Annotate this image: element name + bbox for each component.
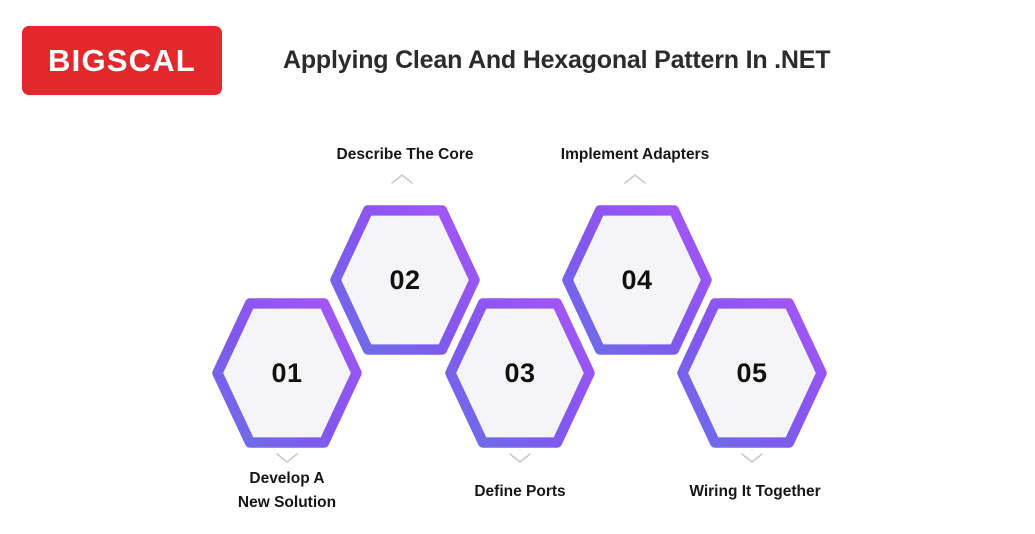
page-title: Applying Clean And Hexagonal Pattern In …	[283, 46, 831, 74]
chevron-up-icon-02	[389, 172, 415, 186]
chevron-down-icon-03	[507, 451, 533, 465]
hexagon-shape-03	[445, 298, 595, 448]
chevron-down-icon-05	[739, 451, 765, 465]
step-label-05: Wiring It Together	[689, 483, 821, 500]
step-label-01: Develop A New Solution	[237, 470, 337, 512]
page-header: BIGSCAL Applying Clean And Hexagonal Pat…	[0, 0, 1035, 120]
bigscal-logo: BIGSCAL	[22, 26, 222, 95]
hexagon-diagram: Describe The Core Implement Adapters 02	[0, 120, 1035, 534]
hexagon-shape-04	[562, 205, 712, 355]
hexagon-step-03[interactable]: 03	[445, 298, 595, 448]
hexagon-shape-02	[330, 205, 480, 355]
step-label-02: Describe The Core	[336, 146, 474, 163]
step-label-03: Define Ports	[474, 483, 566, 500]
hexagon-shape-05	[677, 298, 827, 448]
hexagon-step-01[interactable]: 01	[212, 298, 362, 448]
step-label-04: Implement Adapters	[560, 146, 710, 163]
hexagon-shape-01	[212, 298, 362, 448]
chevron-up-icon-04	[622, 172, 648, 186]
logo-text: BIGSCAL	[48, 42, 196, 78]
hexagon-step-05[interactable]: 05	[677, 298, 827, 448]
chevron-down-icon-01	[274, 451, 300, 465]
